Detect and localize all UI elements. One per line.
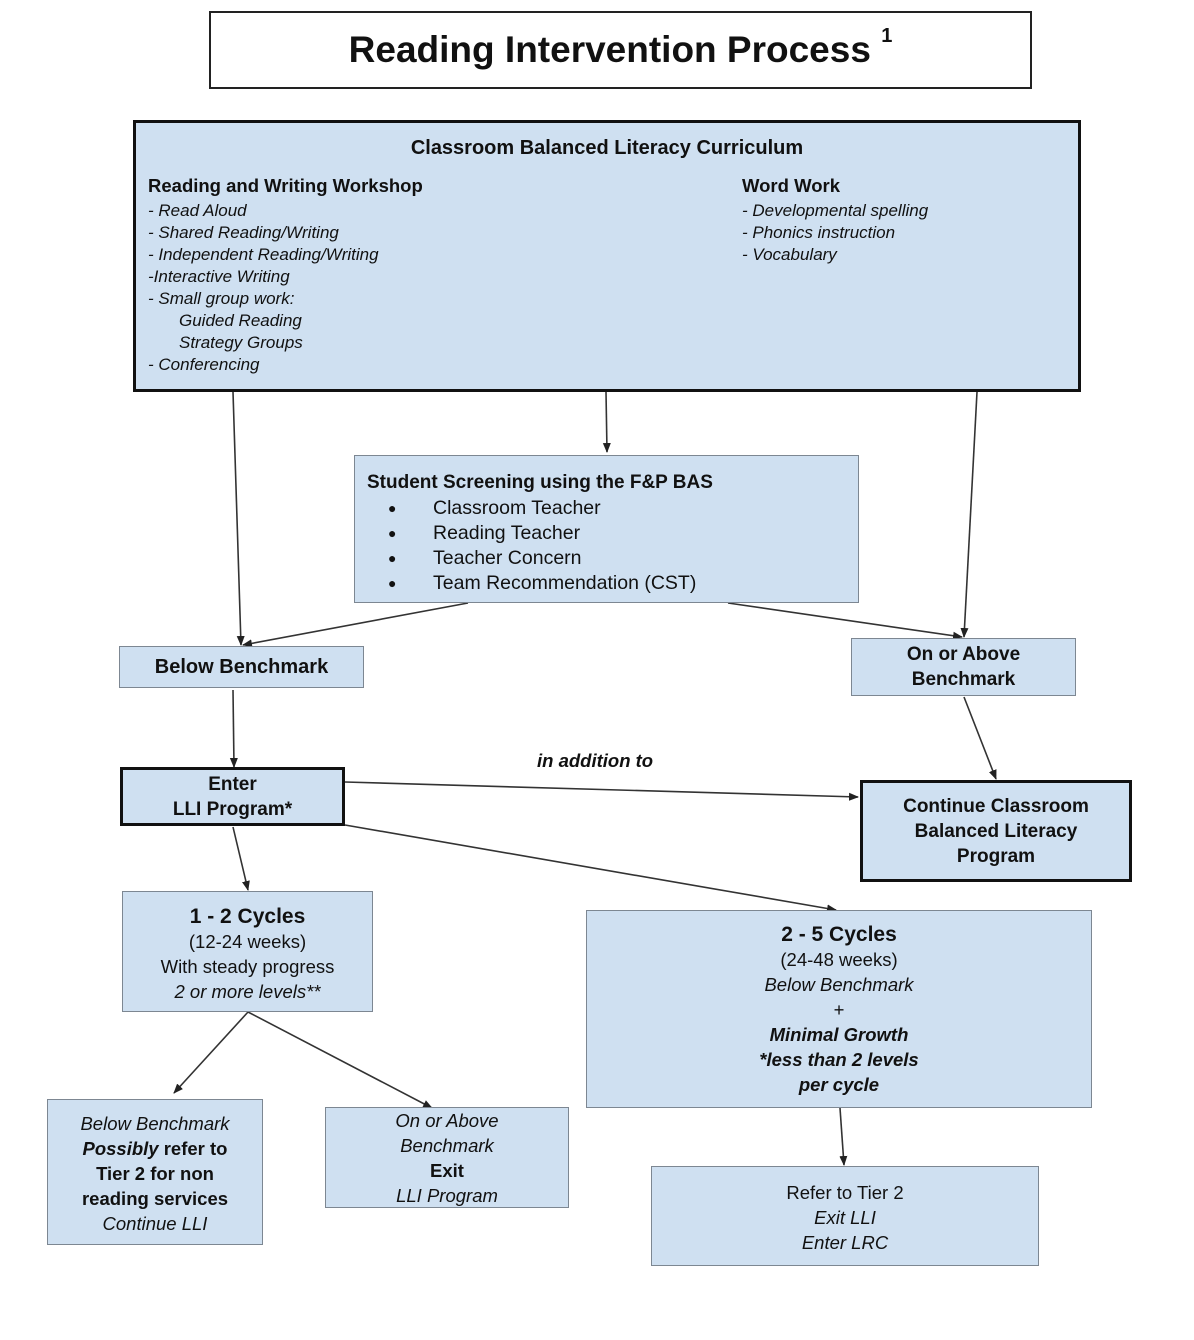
continue-line1: Continue Classroom bbox=[903, 796, 1089, 817]
outcome-below-line5: Continue LLI bbox=[102, 1213, 208, 1234]
arrow-screening-to-above bbox=[727, 602, 963, 640]
word-work-column: Word Work - Developmental spelling - Pho… bbox=[742, 175, 928, 266]
long-cycles-less: *less than 2 levels bbox=[759, 1049, 919, 1070]
short-cycles-progress: With steady progress bbox=[160, 956, 335, 977]
arrow-curriculum-to-screening bbox=[602, 391, 611, 453]
refer-tier2-line1: Refer to Tier 2 bbox=[786, 1182, 904, 1203]
word-work-list: - Developmental spelling - Phonics instr… bbox=[742, 200, 928, 266]
outcome-below-box: Below Benchmark Possibly refer to Tier 2… bbox=[47, 1099, 263, 1245]
outcome-below-line3: Tier 2 for non bbox=[96, 1163, 214, 1184]
screening-list: Classroom Teacher Reading Teacher Teache… bbox=[355, 496, 696, 596]
list-item: -Interactive Writing bbox=[148, 267, 290, 286]
list-item: - Read Aloud bbox=[148, 201, 247, 220]
reading-writing-list: - Read Aloud - Shared Reading/Writing - … bbox=[148, 200, 423, 376]
below-benchmark-box: Below Benchmark bbox=[119, 646, 364, 688]
arrow-long-to-tier2 bbox=[839, 1107, 848, 1166]
arrow-below-to-lli bbox=[229, 689, 238, 768]
diagram-title: Reading Intervention Process 1 bbox=[348, 25, 893, 70]
list-item: - Developmental spelling bbox=[742, 201, 929, 220]
long-cycles-per: per cycle bbox=[798, 1074, 880, 1095]
arrow-lli-to-short-cycles bbox=[232, 826, 250, 891]
below-benchmark-label: Below Benchmark bbox=[154, 656, 329, 678]
arrow-short-to-below-outcome bbox=[173, 1011, 249, 1094]
outcome-below-possibly: Possibly bbox=[82, 1138, 159, 1159]
refer-tier2-line3: Enter LRC bbox=[801, 1232, 889, 1253]
on-above-line1: On or Above bbox=[906, 644, 1021, 665]
continue-classroom-box: Continue Classroom Balanced Literacy Pro… bbox=[860, 780, 1132, 882]
long-cycles-weeks: (24-48 weeks) bbox=[780, 949, 898, 970]
arrow-lli-to-long-cycles bbox=[344, 824, 837, 913]
outcome-above-line3: Exit bbox=[430, 1160, 464, 1181]
refer-tier2-line2: Exit LLI bbox=[814, 1207, 876, 1228]
on-above-benchmark-box: On or Above Benchmark bbox=[851, 638, 1076, 696]
outcome-above-line4: LLI Program bbox=[396, 1185, 498, 1206]
long-cycles-box: 2 - 5 Cycles (24-48 weeks) Below Benchma… bbox=[586, 910, 1092, 1108]
outcome-below-line4: reading services bbox=[81, 1188, 229, 1209]
continue-line3: Program bbox=[956, 846, 1036, 867]
continue-line2: Balanced Literacy bbox=[914, 821, 1078, 842]
long-cycles-below: Below Benchmark bbox=[764, 974, 914, 995]
outcome-above-line1: On or Above bbox=[395, 1110, 499, 1131]
short-cycles-weeks: (12-24 weeks) bbox=[188, 931, 307, 952]
title-box: Reading Intervention Process 1 bbox=[209, 11, 1032, 89]
arrow-lli-to-continue bbox=[344, 781, 859, 801]
list-item: - Phonics instruction bbox=[742, 223, 896, 242]
list-item: - Small group work: bbox=[148, 289, 295, 308]
arrow-screening-to-below bbox=[242, 602, 469, 648]
reading-writing-column: Reading and Writing Workshop - Read Alou… bbox=[148, 175, 423, 376]
long-cycles-growth: Minimal Growth bbox=[769, 1024, 909, 1045]
on-above-line2: Benchmark bbox=[911, 669, 1016, 690]
list-item: - Vocabulary bbox=[742, 245, 837, 264]
short-cycles-box: 1 - 2 Cycles (12-24 weeks) With steady p… bbox=[122, 891, 373, 1012]
list-item: Reading Teacher bbox=[355, 521, 696, 546]
refer-tier2-box: Refer to Tier 2 Exit LLI Enter LRC bbox=[651, 1166, 1039, 1266]
reading-writing-heading: Reading and Writing Workshop bbox=[148, 175, 423, 196]
in-addition-label: in addition to bbox=[537, 750, 654, 771]
outcome-above-box: On or Above Benchmark Exit LLI Program bbox=[325, 1107, 569, 1208]
list-item: - Conferencing bbox=[148, 355, 260, 374]
enter-lli-line1: Enter bbox=[208, 774, 257, 795]
curriculum-heading: Classroom Balanced Literacy Curriculum bbox=[410, 137, 804, 159]
long-cycles-heading: 2 - 5 Cycles bbox=[781, 923, 897, 946]
arrow-curriculum-to-below bbox=[232, 391, 245, 646]
short-cycles-heading: 1 - 2 Cycles bbox=[189, 905, 306, 928]
list-item: Guided Reading bbox=[179, 311, 302, 330]
outcome-below-line1: Below Benchmark bbox=[80, 1113, 230, 1134]
enter-lli-box: Enter LLI Program* bbox=[120, 767, 345, 826]
title-footnote-marker: 1 bbox=[881, 25, 893, 47]
screening-box: Student Screening using the F&P BAS Clas… bbox=[354, 455, 859, 603]
outcome-below-line2: Possibly refer to bbox=[48, 1136, 262, 1161]
word-work-heading: Word Work bbox=[742, 175, 840, 196]
list-item: Teacher Concern bbox=[355, 546, 696, 571]
outcome-below-refer: refer to bbox=[158, 1138, 228, 1159]
outcome-above-line2: Benchmark bbox=[400, 1135, 494, 1156]
enter-lli-line2: LLI Program* bbox=[172, 799, 293, 820]
long-cycles-plus: + bbox=[833, 999, 845, 1020]
arrow-above-to-continue bbox=[963, 696, 997, 780]
arrow-short-to-above-outcome bbox=[247, 1011, 433, 1109]
list-item: - Independent Reading/Writing bbox=[148, 245, 379, 264]
list-item: Strategy Groups bbox=[179, 333, 303, 352]
short-cycles-levels: 2 or more levels** bbox=[174, 981, 321, 1002]
list-item: Team Recommendation (CST) bbox=[355, 571, 696, 596]
list-item: - Shared Reading/Writing bbox=[148, 223, 339, 242]
screening-heading: Student Screening using the F&P BAS bbox=[367, 472, 713, 493]
list-item: Classroom Teacher bbox=[355, 496, 696, 521]
arrow-curriculum-to-above bbox=[960, 391, 978, 638]
curriculum-box: Classroom Balanced Literacy Curriculum R… bbox=[133, 120, 1081, 392]
